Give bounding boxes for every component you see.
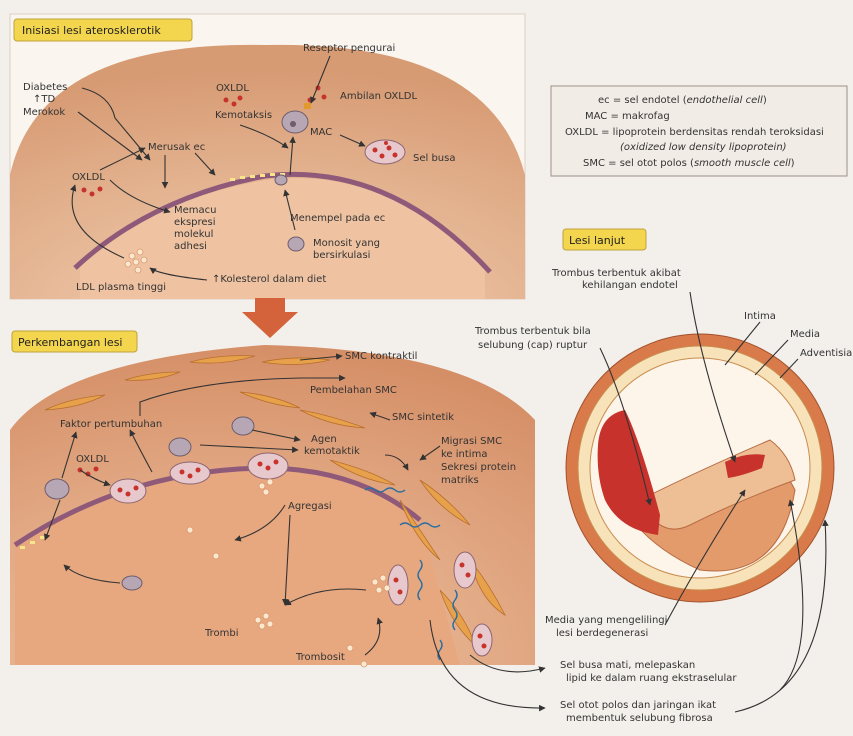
legend-box: ec = sel endotel (endothelial cell) MAC … — [551, 86, 847, 176]
label-oxldl-uptake: Ambilan OXLDL — [340, 91, 417, 102]
label-oxldl-left: OXLDL — [72, 172, 105, 183]
label-trigger-3: molekul — [174, 229, 213, 240]
label-damage-ec: Merusak ec — [148, 142, 205, 153]
legend-oxldl: OXLDL = lipoprotein berdensitas rendah t… — [565, 127, 824, 138]
legend-oxldl-en: (oxidized low density lipoprotein) — [620, 142, 787, 153]
label-aggregation: Agregasi — [288, 501, 332, 512]
label-mac: MAC — [310, 127, 332, 138]
label-diet-cholesterol: ↑Kolesterol dalam diet — [212, 274, 326, 285]
scavenger-receptor-mark — [304, 103, 311, 109]
macrophage-nucleus — [290, 121, 296, 127]
label-monocyte-1: Monosit yang — [313, 238, 380, 249]
label-dead-foam-1: Sel busa mati, melepaskan — [560, 660, 695, 671]
label-dead-foam-2: lipid ke dalam ruang ekstraselular — [566, 673, 737, 684]
label-migration-1: Migrasi SMC — [441, 436, 502, 447]
label-oxldl-progression: OXLDL — [76, 454, 109, 465]
label-fibrous-2: membentuk selubung fibrosa — [566, 713, 713, 724]
label-ldl-high: LDL plasma tinggi — [76, 282, 166, 293]
label-smc-division: Pembelahan SMC — [310, 385, 397, 396]
label-media: Media — [790, 329, 820, 340]
legend-smc: SMC = sel otot polos (smooth muscle cell… — [583, 158, 795, 169]
label-migration-2: ke intima — [441, 449, 487, 460]
progression-arrow — [242, 298, 298, 338]
label-smc-contractile: SMC kontraktil — [345, 351, 417, 362]
label-thrombus-endothelial-2: kehilangan endotel — [582, 280, 678, 291]
label-scavenger-receptor: Reseptor pengurai — [303, 43, 395, 54]
label-foam-cell: Sel busa — [413, 153, 455, 164]
label-thrombus-cap-1: Trombus terbentuk bila — [474, 326, 591, 337]
label-intima: Intima — [744, 311, 776, 322]
label-migration-3: Sekresi protein — [441, 462, 516, 473]
label-thrombus-endothelial-1: Trombus terbentuk akibat — [551, 268, 681, 279]
legend-ec: ec = sel endotel (endothelial cell) — [598, 95, 767, 106]
initiation-panel: Inisiasi lesi aterosklerotik Diabetes ↑T… — [10, 14, 525, 299]
label-adventitia: Adventisia — [800, 348, 852, 359]
legend-mac: MAC = makrofag — [585, 111, 670, 122]
label-platelet: Trombosit — [295, 652, 345, 663]
label-trigger-4: adhesi — [174, 241, 207, 252]
label-attach-ec: Menempel pada ec — [290, 213, 385, 224]
label-migration-4: matriks — [441, 475, 479, 486]
label-fibrous-1: Sel otot polos dan jaringan ikat — [560, 700, 716, 711]
label-growth-factor: Faktor pertumbuhan — [60, 419, 162, 430]
adhered-monocyte — [275, 175, 287, 185]
label-chemo-agent-2: kemotaktik — [304, 446, 360, 457]
progression-title: Perkembangan lesi — [18, 336, 123, 349]
advanced-title: Lesi lanjut — [569, 234, 626, 247]
label-diabetes: Diabetes — [23, 82, 67, 93]
label-chemo-agent-1: Agen — [311, 434, 337, 445]
label-thrombi: Trombi — [204, 628, 239, 639]
label-monocyte-2: bersirkulasi — [313, 250, 370, 261]
label-smc-synthetic: SMC sintetik — [392, 412, 454, 423]
label-trigger-1: Memacu — [174, 205, 217, 216]
label-thrombus-cap-2: selubung (cap) ruptur — [478, 340, 588, 351]
label-smoking: Merokok — [23, 107, 65, 118]
label-chemotaxis: Kemotaksis — [215, 110, 272, 121]
progression-panel: Perkembangan lesi — [10, 331, 545, 708]
label-media-degen-2: lesi berdegenerasi — [556, 628, 648, 639]
monocyte-cell — [288, 237, 304, 251]
label-trigger-2: ekspresi — [174, 217, 216, 228]
label-td: ↑TD — [33, 94, 55, 105]
initiation-title: Inisiasi lesi aterosklerotik — [22, 24, 161, 37]
label-oxldl-top: OXLDL — [216, 83, 249, 94]
label-media-degen-1: Media yang mengelilingi — [545, 615, 667, 626]
